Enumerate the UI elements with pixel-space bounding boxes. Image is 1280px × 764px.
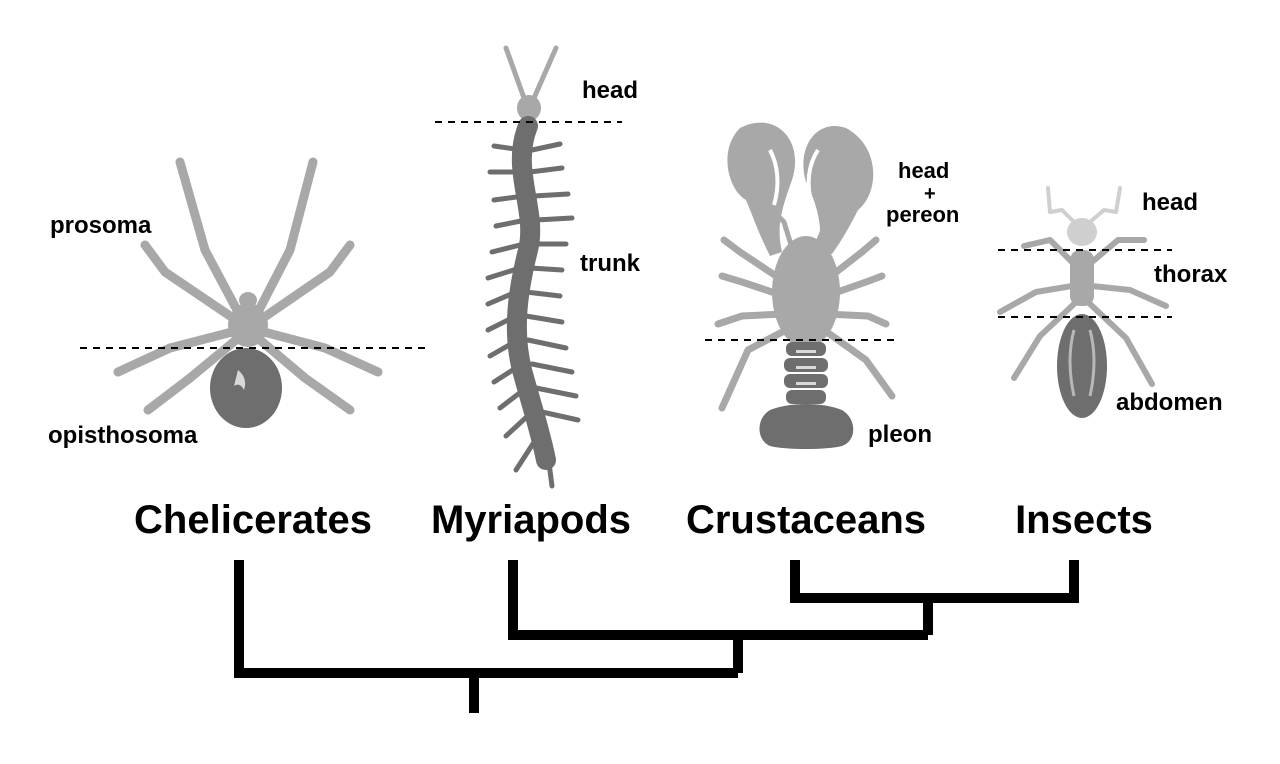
label-trunk: trunk (580, 250, 641, 277)
label-opisthosoma: opisthosoma (48, 422, 198, 449)
label-thorax: thorax (1154, 261, 1228, 288)
label-pereon: pereon (886, 202, 959, 227)
group-myriapods: Myriapods (431, 498, 631, 542)
group-insects: Insects (1015, 498, 1153, 542)
group-crustaceans: Crustaceans (686, 498, 926, 542)
label-prosoma: prosoma (50, 212, 152, 239)
label-crustacean-plus: + (924, 183, 936, 205)
branch-crustaceans-insects (790, 560, 1079, 603)
ant-illustration (997, 186, 1169, 418)
label-abdomen: abdomen (1116, 389, 1223, 416)
group-chelicerates: Chelicerates (134, 498, 372, 542)
label-crustacean-head: head (898, 158, 949, 183)
label-insect-head: head (1142, 189, 1198, 216)
branch-mandibulata (508, 560, 928, 640)
lobster-illustration (714, 122, 896, 449)
label-pleon: pleon (868, 421, 932, 448)
label-myriapod-head: head (582, 77, 638, 104)
branch-arthropoda (234, 560, 738, 678)
spider-illustration (113, 157, 383, 428)
cladogram-tree (234, 560, 1079, 713)
centipede-illustration (485, 45, 581, 489)
